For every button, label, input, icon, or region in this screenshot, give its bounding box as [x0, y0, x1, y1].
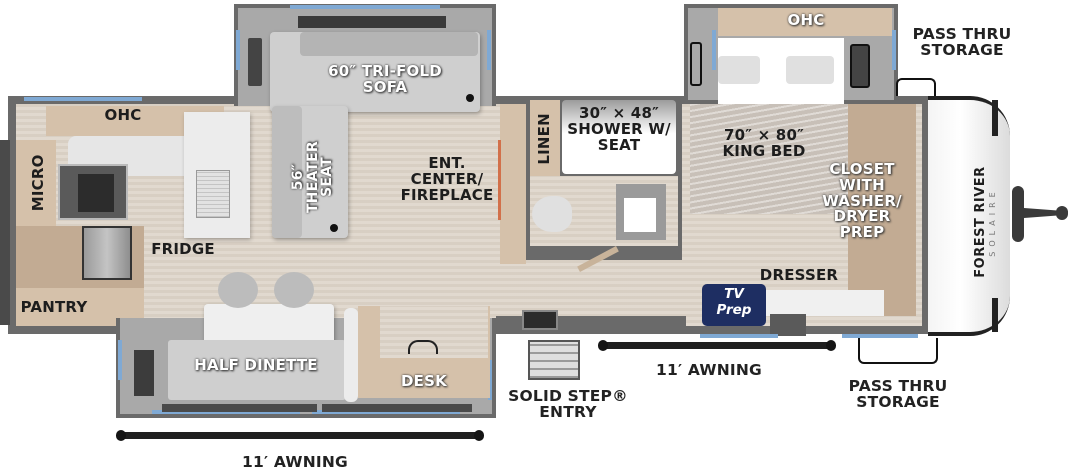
theater-seat-back — [272, 106, 302, 238]
front-cap — [928, 96, 1010, 336]
window — [290, 5, 440, 9]
dinette-divider — [344, 308, 358, 402]
window — [892, 30, 896, 70]
linen-label: LINEN — [535, 113, 554, 165]
bedroom-ohc — [718, 8, 892, 36]
sink — [196, 170, 230, 218]
brand-logo: FOREST RIVER SOLAIRE — [973, 166, 997, 278]
sofa-label: 60″ TRI-FOLD SOFA — [328, 62, 442, 96]
window — [236, 30, 240, 70]
fireplace-strip — [498, 140, 501, 220]
window — [487, 30, 491, 70]
shower-label: 30″ × 48″ SHOWER W/ SEAT — [567, 104, 671, 154]
linen-cabinet — [530, 100, 560, 176]
window — [152, 410, 300, 414]
kitchen-ohc-label: OHC — [104, 106, 142, 124]
desk-label: DESK — [401, 372, 447, 390]
dresser-label: DRESSER — [759, 266, 839, 284]
awning-rear-label: 11′ AWNING — [242, 453, 348, 471]
theater-seat-label: 56″ THEATER SEAT — [289, 141, 336, 213]
window — [488, 360, 492, 400]
window — [24, 97, 142, 101]
awning-front-label: 11′ AWNING — [656, 361, 762, 379]
pantry-label: PANTRY — [20, 298, 88, 316]
shower — [562, 100, 676, 174]
tv-stand — [770, 314, 806, 336]
king-bed — [690, 104, 848, 214]
window-frame — [322, 404, 472, 412]
entry-label: SOLID STEP® ENTRY — [508, 387, 628, 422]
window — [842, 334, 918, 338]
entry-door-frame — [522, 310, 558, 330]
pass-thru-storage-top — [896, 78, 936, 96]
cupholder — [330, 224, 338, 232]
oven-window — [78, 174, 114, 212]
side-window — [690, 42, 702, 86]
window — [700, 334, 778, 338]
side-window — [248, 38, 262, 86]
hitch-tongue — [1024, 208, 1064, 218]
sofa-back — [300, 32, 478, 56]
window-frame — [298, 16, 446, 28]
ent-center-cabinet — [500, 104, 526, 264]
micro-label: MICRO — [29, 154, 48, 212]
pass-thru-storage-bottom — [858, 338, 938, 364]
pass-thru-storage-bottom-label: PASS THRU STORAGE — [848, 377, 948, 412]
dresser — [764, 290, 884, 316]
fridge — [82, 226, 132, 280]
window — [118, 340, 122, 380]
pillow — [786, 56, 834, 84]
awning-front — [598, 340, 836, 351]
solid-step — [528, 340, 580, 380]
pillow — [718, 56, 760, 84]
toilet — [532, 196, 572, 232]
awning-rear — [116, 430, 484, 441]
front-cap-stripe — [992, 100, 998, 136]
bedroom-ohc-label: OHC — [787, 11, 825, 29]
dinette-bench — [168, 340, 346, 400]
stool — [218, 272, 258, 308]
window — [712, 30, 716, 70]
hitch-coupler — [1056, 206, 1068, 220]
front-cap-stripe — [992, 298, 998, 332]
side-window — [850, 44, 870, 88]
cupholder — [466, 94, 474, 102]
half-dinette-label: HALF DINETTE — [194, 356, 318, 374]
tv-prep-badge: TV Prep — [702, 284, 766, 326]
hitch-jack — [1012, 186, 1024, 242]
vanity-sink — [624, 198, 656, 232]
fridge-label: FRIDGE — [151, 240, 215, 258]
micro-cabinet — [16, 140, 56, 226]
rear-cap — [0, 140, 10, 325]
king-bed-label: 70″ × 80″ KING BED — [722, 126, 806, 160]
pass-thru-storage-top-label: PASS THRU STORAGE — [912, 25, 1012, 60]
side-window — [134, 350, 154, 396]
closet — [848, 104, 916, 316]
window — [312, 410, 460, 414]
closet-label: CLOSET WITH WASHER/ DRYER PREP — [822, 160, 902, 241]
window-frame — [162, 404, 317, 412]
desk-chair — [408, 340, 438, 354]
ent-center-label: ENT. CENTER/ FIREPLACE — [400, 154, 494, 204]
stool — [274, 272, 314, 308]
